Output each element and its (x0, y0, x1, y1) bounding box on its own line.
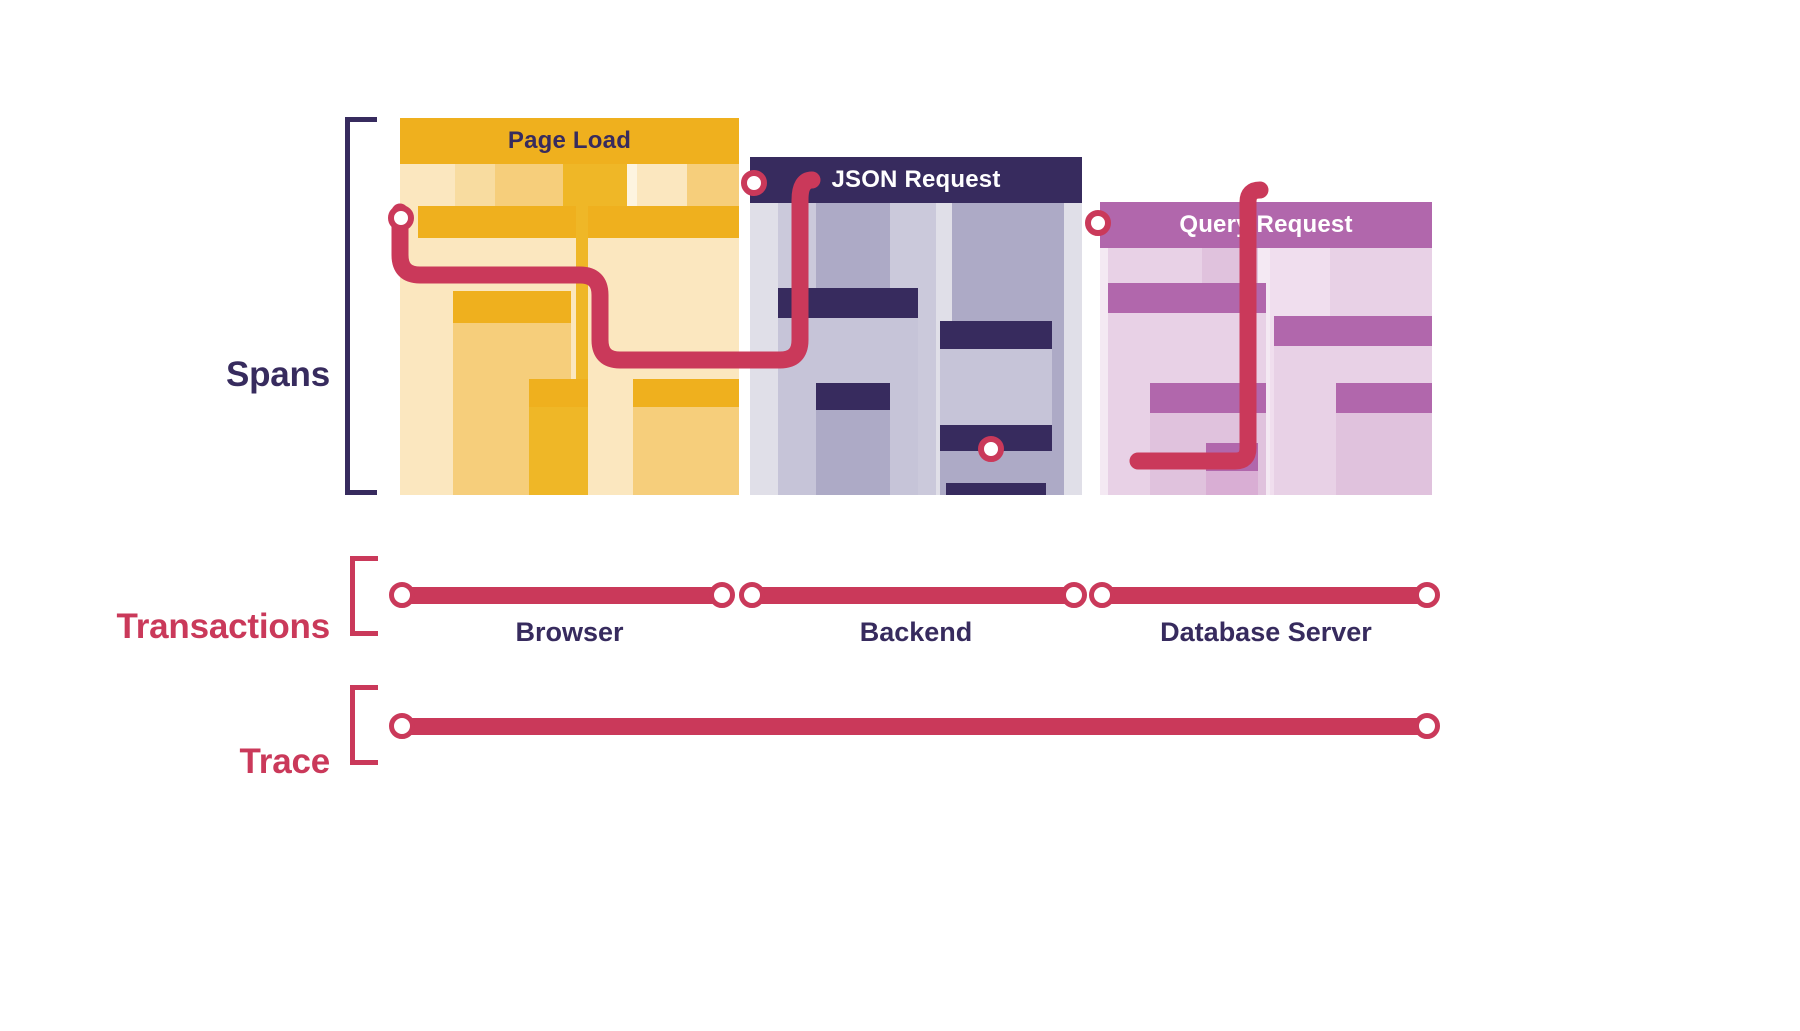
service-caption-browser: Browser (515, 617, 624, 647)
transaction-segment-backend[interactable] (752, 587, 1074, 604)
transaction-node-end-database (1414, 582, 1440, 608)
span-bar-cap (816, 383, 890, 410)
span-bar (529, 379, 591, 495)
connector-node-backend-start (741, 170, 767, 196)
span-bar (816, 383, 890, 495)
transactions-bracket (350, 556, 378, 636)
transaction-node-start-database (1089, 582, 1115, 608)
span-bar-cap (418, 206, 576, 238)
span-bar-cap (778, 288, 918, 318)
span-bar (1206, 443, 1258, 495)
service-caption-database: Database Server (1160, 617, 1372, 647)
span-bar-cap (1274, 316, 1432, 346)
span-column (1064, 203, 1082, 495)
trace-node-end (1414, 713, 1440, 739)
trace-bracket (350, 685, 378, 765)
span-bar-cap (1336, 383, 1432, 413)
service-caption-backend: Backend (859, 617, 973, 647)
span-bar-cap (1108, 283, 1266, 313)
trace-node-start (389, 713, 415, 739)
trace-row-label: Trace (239, 742, 331, 781)
transaction-node-end-browser (709, 582, 735, 608)
service-header-database: Query Request (1100, 202, 1432, 248)
span-bar-cap (1150, 383, 1266, 413)
connector-node-database-start (1085, 210, 1111, 236)
span-column (1100, 248, 1108, 495)
span-bar-cap (453, 291, 571, 323)
spans-row-label: Spans (225, 355, 330, 394)
span-bar-cap (633, 379, 739, 407)
span-column (750, 203, 778, 495)
spans-bracket (345, 117, 377, 495)
span-bar-cap (940, 321, 1052, 349)
transaction-node-start-backend (739, 582, 765, 608)
transaction-segment-browser[interactable] (402, 587, 722, 604)
transaction-segment-database[interactable] (1102, 587, 1427, 604)
transaction-node-end-backend (1061, 582, 1087, 608)
span-bar-cap (1206, 443, 1258, 471)
transaction-node-start-browser (389, 582, 415, 608)
service-body-database (1100, 248, 1432, 495)
span-bar (1336, 383, 1432, 495)
span-bar-cap (529, 379, 591, 407)
service-header-backend: JSON Request (750, 157, 1082, 203)
service-group-browser: Page Load (400, 118, 739, 495)
transactions-row-label: Transactions (116, 607, 330, 646)
service-header-browser: Page Load (400, 118, 739, 164)
span-bar-cap (588, 206, 739, 238)
service-group-database: Query Request (1100, 202, 1432, 495)
service-body-browser (400, 164, 739, 495)
span-bar (946, 483, 1046, 495)
connector-node-browser-start (388, 205, 414, 231)
connector-node-backend-end (978, 436, 1004, 462)
service-body-backend (750, 203, 1082, 495)
service-group-backend: JSON Request (750, 157, 1082, 495)
trace-segment[interactable] (402, 718, 1427, 735)
span-bar (633, 379, 739, 495)
